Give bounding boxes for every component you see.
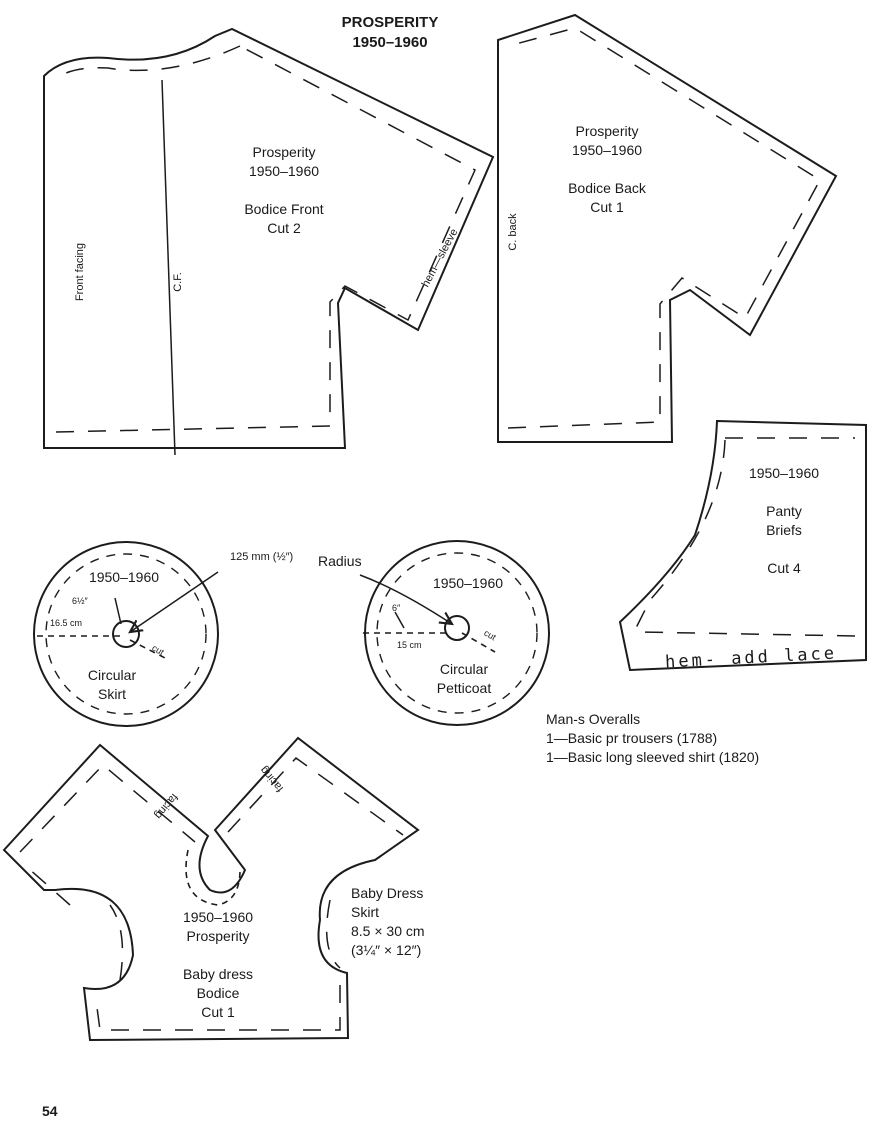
baby-dress-skirt-line2: Skirt	[351, 904, 379, 920]
circular-skirt-cm-label: 16.5 cm	[50, 618, 83, 628]
circular-petticoat-line2: Petticoat	[436, 680, 492, 696]
front-facing-label: Front facing	[74, 242, 86, 302]
circular-skirt-name: Circular Skirt	[70, 666, 154, 704]
center-front-line	[161, 79, 176, 456]
center-back-label: C. back	[507, 213, 519, 251]
bodice-back-label: Prosperity 1950–1960 Bodice Back Cut 1	[545, 122, 669, 217]
circular-petticoat-inch-label: 6″	[392, 603, 401, 613]
title-text: PROSPERITY	[341, 14, 439, 31]
panty-briefs-piece-line1: Panty	[766, 503, 802, 519]
circular-skirt-line2: Skirt	[98, 686, 126, 702]
bodice-front-piece	[43, 27, 495, 456]
bodice-back-name: Prosperity	[575, 123, 639, 139]
circular-petticoat-cm-label: 15 cm	[397, 640, 422, 650]
circular-skirt-radius-label: 125 mm (½″)	[230, 551, 294, 563]
panty-briefs-years: 1950–1960	[748, 465, 820, 481]
bodice-front-cut: Cut 2	[267, 220, 301, 236]
bodice-back-years: 1950–1960	[571, 142, 643, 158]
notes-line2: 1—Basic pr trousers (1788)	[546, 730, 718, 746]
baby-dress-skirt-metric: 8.5 × 30 cm	[351, 923, 425, 939]
panty-briefs-cut: Cut 4	[767, 560, 801, 576]
baby-dress-years: 1950–1960	[182, 909, 254, 925]
circular-petticoat-piece	[359, 540, 550, 726]
notes-line1: Man-s Overalls	[546, 711, 641, 727]
bodice-front-label: Prosperity 1950–1960 Bodice Front Cut 2	[222, 143, 346, 238]
circular-skirt-piece	[33, 541, 219, 727]
circular-petticoat-line1: Circular	[439, 661, 489, 677]
baby-dress-bodice-label: 1950–1960 Prosperity Baby dress Bodice C…	[160, 908, 276, 1022]
circular-skirt-line1: Circular	[87, 667, 137, 683]
circular-petticoat-name: Circular Petticoat	[420, 660, 508, 698]
page-title: PROSPERITY 1950–1960	[310, 13, 470, 53]
title-years: 1950–1960	[352, 34, 428, 51]
overalls-notes: Man-s Overalls 1—Basic pr trousers (1788…	[546, 710, 759, 767]
notes-line3: 1—Basic long sleeved shirt (1820)	[546, 749, 760, 765]
circular-petticoat-years: 1950–1960	[432, 575, 504, 591]
baby-dress-skirt-line1: Baby Dress	[351, 885, 424, 901]
panty-briefs-piece-line2: Briefs	[766, 522, 802, 538]
bodice-back-cut: Cut 1	[590, 199, 624, 215]
baby-dress-cut: Cut 1	[201, 1004, 235, 1020]
baby-dress-piece-line2: Bodice	[196, 985, 240, 1001]
page-number: 54	[42, 1103, 58, 1119]
baby-dress-name: Prosperity	[186, 928, 250, 944]
circular-petticoat-radius-label: Radius	[318, 553, 362, 569]
baby-dress-piece-line1: Baby dress	[182, 966, 254, 982]
bodice-front-piece-name: Bodice Front	[244, 201, 324, 217]
bodice-back-piece	[497, 13, 838, 443]
baby-dress-bodice-piece	[2, 736, 420, 1042]
bodice-front-name: Prosperity	[252, 144, 316, 160]
circular-skirt-years: 1950–1960	[88, 569, 160, 585]
bodice-back-piece-name: Bodice Back	[568, 180, 646, 196]
baby-dress-skirt-imperial: (3¼″ × 12″)	[351, 942, 422, 958]
center-front-label: C.F.	[172, 272, 184, 292]
panty-briefs-piece	[618, 419, 867, 672]
circular-skirt-inch-label: 6½″	[72, 596, 88, 606]
baby-dress-skirt-label: Baby Dress Skirt 8.5 × 30 cm (3¼″ × 12″)	[351, 884, 425, 960]
bodice-front-years: 1950–1960	[248, 163, 320, 179]
panty-briefs-label: 1950–1960 Panty Briefs Cut 4	[728, 464, 840, 578]
